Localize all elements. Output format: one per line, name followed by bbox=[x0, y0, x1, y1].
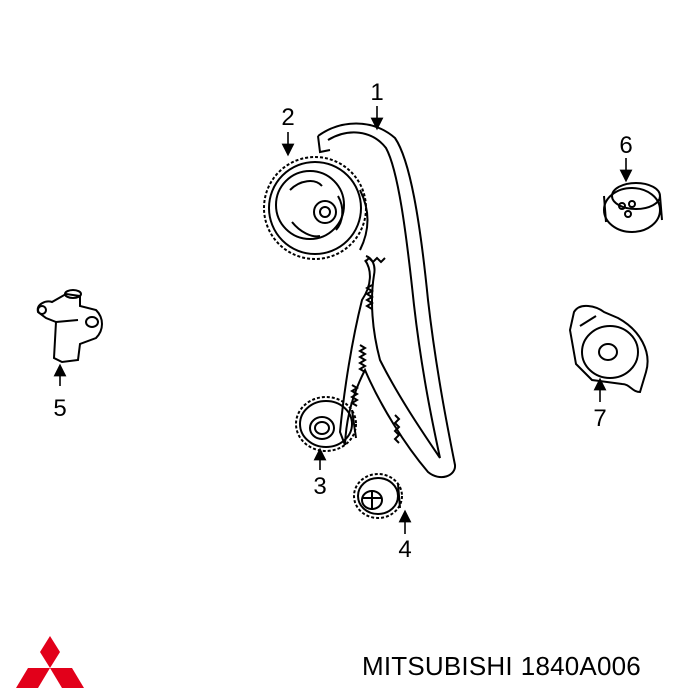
callout-arrows bbox=[53, 106, 633, 534]
callout-2: 2 bbox=[281, 104, 294, 131]
crankshaft-sprocket bbox=[353, 473, 403, 519]
tensioner-pulley bbox=[568, 305, 649, 394]
balance-shaft-sprocket bbox=[295, 396, 357, 452]
logo-diamond-right bbox=[50, 668, 84, 688]
callout-3: 3 bbox=[313, 473, 326, 500]
callout-5: 5 bbox=[53, 395, 66, 422]
mitsubishi-logo bbox=[16, 636, 84, 688]
brand-name: MITSUBISHI bbox=[362, 651, 513, 681]
tensioner-arm bbox=[36, 289, 103, 364]
part-number: 1840A006 bbox=[520, 651, 641, 681]
callout-7: 7 bbox=[593, 405, 606, 432]
callout-4: 4 bbox=[398, 536, 411, 563]
camshaft-sprocket bbox=[263, 156, 369, 260]
callout-6: 6 bbox=[619, 132, 632, 159]
timing-belt bbox=[317, 122, 456, 479]
callout-1: 1 bbox=[370, 79, 383, 106]
logo-diamond-top bbox=[40, 636, 60, 668]
idler-pulley bbox=[603, 182, 663, 233]
logo-diamond-left bbox=[16, 668, 50, 688]
